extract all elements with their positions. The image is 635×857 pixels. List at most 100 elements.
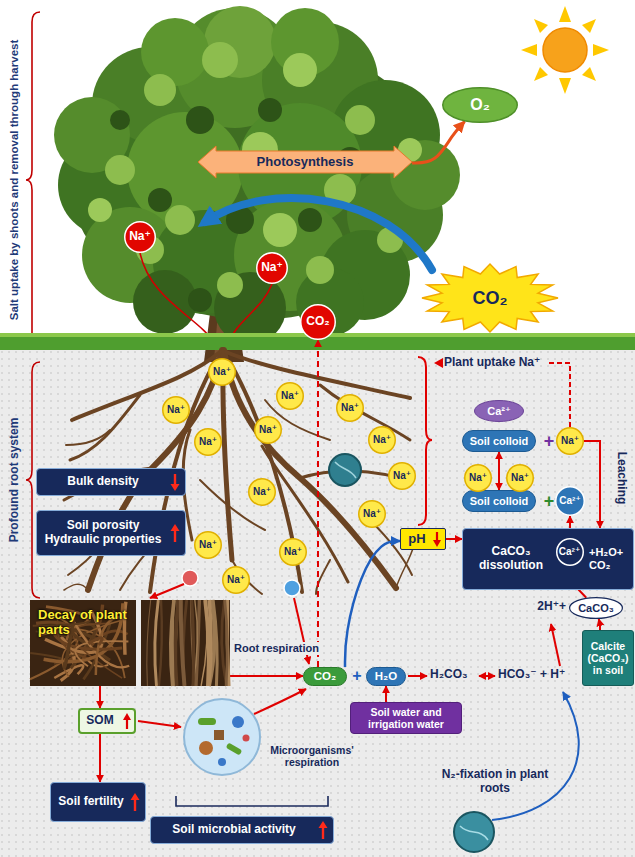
- node-text: Na⁺: [227, 574, 245, 586]
- label-slot: +: [352, 667, 361, 685]
- tree-crown: [188, 288, 212, 312]
- xylem-path: [140, 253, 272, 345]
- process-box: Soil colloid: [462, 490, 536, 512]
- process-box: SOM: [78, 708, 136, 734]
- plant-uptake-arrow: [418, 357, 432, 525]
- process-arrow: Photosynthesis: [198, 146, 412, 178]
- label-slot: +: [544, 431, 555, 452]
- root-system: [72, 352, 220, 420]
- node-text: Na⁺: [469, 472, 487, 484]
- flow-arrow: [254, 689, 306, 714]
- node-text: Na⁺: [393, 470, 411, 482]
- increase-arrow: [171, 524, 180, 531]
- n2-fixation-nodule: [454, 812, 494, 852]
- flow-arrow: [551, 624, 560, 666]
- process-box: Calcite (CaCO₃) in soil: [582, 630, 634, 686]
- sun: [582, 67, 596, 81]
- flow-connector: [412, 121, 465, 163]
- node-text: O₂: [470, 96, 490, 114]
- root-system: [66, 430, 110, 445]
- node-text: Ca²⁺: [487, 405, 511, 418]
- ion-circle: Na⁺: [279, 538, 307, 566]
- ion-circle: Ca²⁺: [474, 400, 524, 422]
- sun: [559, 78, 571, 94]
- burst-shape: CO₂: [420, 262, 560, 334]
- flow-arrow: [408, 675, 427, 677]
- tree-crown: [54, 6, 460, 344]
- ion-circle: CaCO₃: [569, 597, 623, 619]
- sun: [593, 44, 609, 56]
- increase-arrow: [319, 821, 328, 828]
- microbial-bracket: [176, 796, 328, 806]
- node-text: CO₂: [314, 670, 336, 683]
- process-box: H₂O: [366, 667, 406, 686]
- n2-fixation-arrow: [492, 692, 579, 820]
- root-system: [224, 350, 396, 588]
- increase-arrow: [126, 719, 128, 729]
- chemical-formula: H₂CO₃: [430, 668, 468, 682]
- n2-fixation-nodule: [454, 812, 494, 852]
- plus-sign: +: [352, 667, 361, 685]
- ion-circle: Na⁺: [248, 478, 276, 506]
- increase-arrow: [171, 524, 180, 542]
- node-text: Na⁺: [561, 435, 579, 447]
- flow-connector: [584, 441, 600, 528]
- connectors: [100, 121, 600, 782]
- decrease-arrow: [433, 532, 441, 547]
- microbe-illustration: [198, 718, 216, 725]
- chemical-formula: HCO₃⁻ + H⁺: [498, 668, 565, 682]
- decrease-arrow: [436, 532, 438, 541]
- ion-circle: Na⁺: [254, 416, 282, 444]
- tree-crown: [144, 74, 176, 106]
- ion-circle: Na⁺: [358, 500, 386, 528]
- node-text: SOM: [86, 714, 113, 728]
- sun: [559, 6, 571, 22]
- co2-uptake-arrow: [205, 198, 432, 270]
- label-slot: N₂-fixation in plant roots: [430, 768, 560, 796]
- node-text: Na⁺: [341, 402, 359, 414]
- microbe-illustration: [184, 699, 260, 775]
- node-text: Soil water and irrigation water: [355, 706, 457, 730]
- tree-crown: [133, 270, 197, 334]
- label-slot: Plant uptake Na⁺: [444, 356, 540, 370]
- node-text: Soil fertility: [58, 795, 123, 809]
- node-text: Na⁺: [259, 424, 277, 436]
- increase-arrow: [131, 793, 140, 811]
- sun: [521, 44, 537, 56]
- n2-fixation-nodule: [460, 826, 488, 840]
- tree-crown: [345, 105, 375, 135]
- flow-arrow: [150, 584, 184, 598]
- tree-crown: [88, 198, 112, 222]
- ion-circle: Na⁺: [464, 464, 492, 492]
- node-text: Na⁺: [129, 230, 151, 244]
- plus-sign: +: [544, 491, 555, 512]
- flow-connector: [99, 734, 101, 782]
- tree-crown: [217, 272, 243, 298]
- sun: [543, 28, 587, 72]
- decrease-arrow: [433, 540, 441, 547]
- microbe-illustration: [243, 735, 250, 742]
- tree-crown: [105, 155, 135, 185]
- node-text: CO₂: [473, 288, 508, 309]
- ion-circle: Na⁺: [336, 394, 364, 422]
- node-text: CaCO₃: [578, 602, 614, 615]
- chemical-formula: 2H⁺+: [537, 600, 566, 614]
- salt-uptake-bracket: [26, 12, 40, 345]
- plus-sign: +: [544, 431, 555, 452]
- tree-crown: [306, 256, 334, 284]
- label-slot: H₂CO₃: [430, 668, 468, 682]
- flow-connector: [99, 686, 101, 708]
- flow-connector: [599, 619, 600, 630]
- process-note: N₂-fixation in plant roots: [430, 768, 560, 796]
- side-caption: Salt uptake by shoots and removal throug…: [8, 40, 21, 321]
- node-text: Na⁺: [363, 508, 381, 520]
- label-slot: Profound root system: [8, 418, 22, 543]
- ion-circle: Ca²⁺: [555, 486, 585, 516]
- process-box: CO₂: [303, 667, 347, 686]
- process-box: Soil water and irrigation water: [350, 702, 462, 734]
- root-nodule: [335, 462, 356, 478]
- tree-crown: [258, 98, 282, 122]
